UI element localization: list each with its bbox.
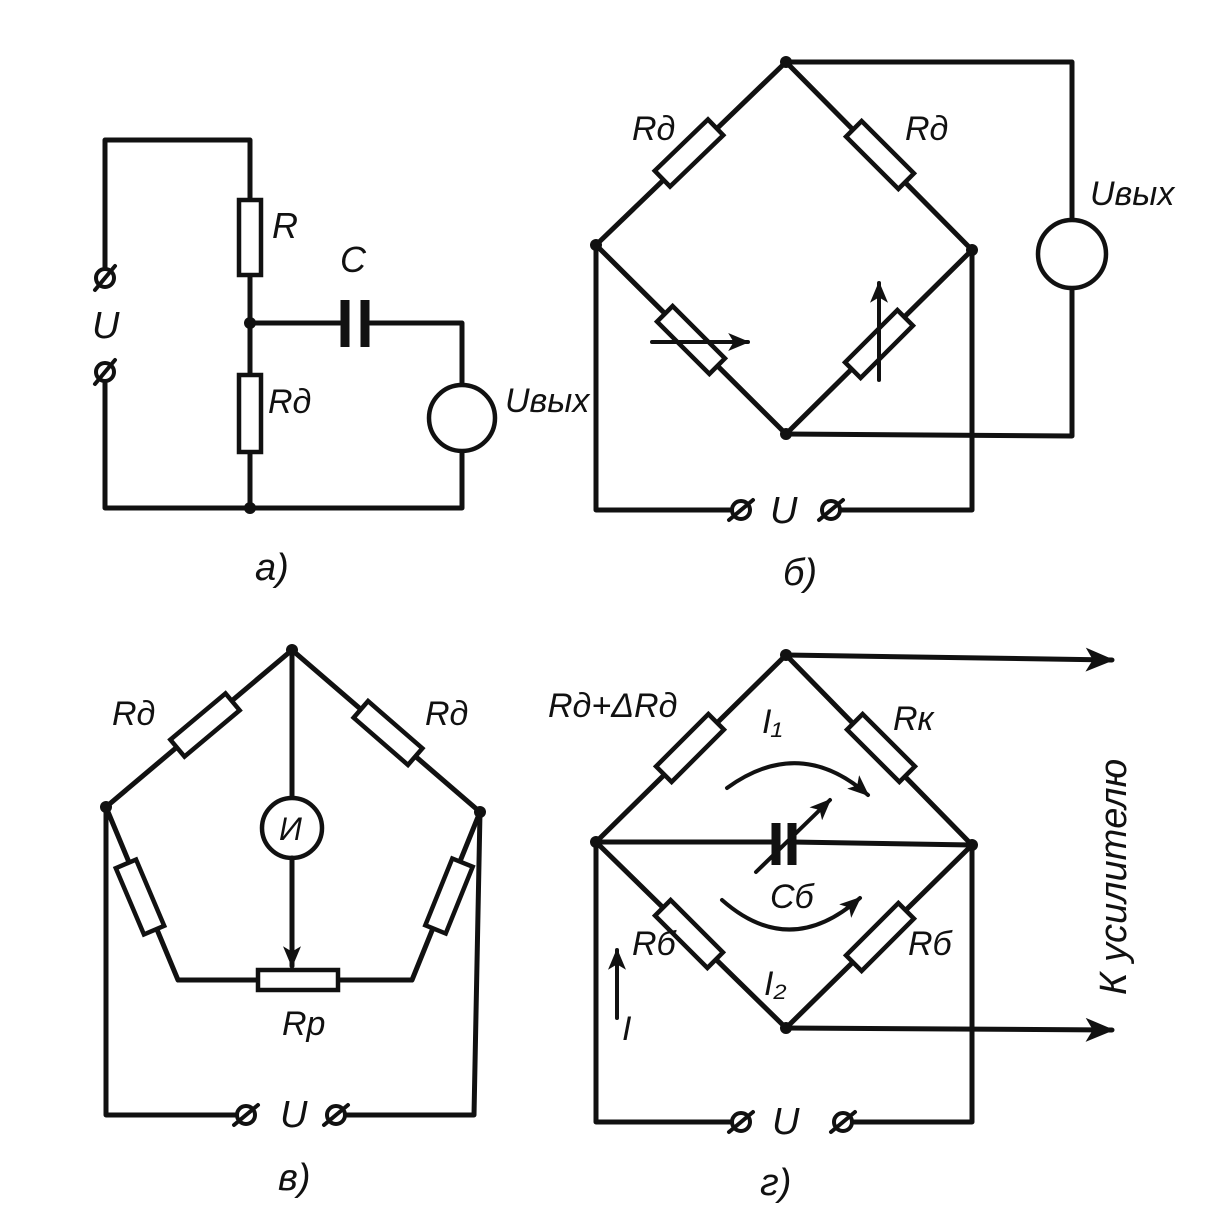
label-uout: Uвых	[505, 382, 590, 420]
output-bottom-arrow	[783, 1017, 1115, 1042]
label-u: U	[280, 1094, 308, 1136]
terminal-b-right	[817, 498, 845, 522]
caption-v: в)	[278, 1157, 311, 1199]
resistor-rb-left	[651, 896, 727, 972]
resistor-rd-delta	[652, 710, 728, 786]
label-rd-left: Rд	[112, 695, 155, 733]
terminal-a-bottom	[93, 358, 117, 386]
label-meter: И	[279, 811, 302, 847]
label-i2: I₂	[764, 965, 786, 1003]
terminal-b-left	[727, 498, 755, 522]
schematic-a: U R C Rд Uвых а)	[92, 137, 590, 589]
label-rd-right: Rд	[905, 110, 948, 148]
terminal-v-right	[322, 1103, 350, 1127]
resistor-r	[236, 197, 264, 278]
label-u: U	[92, 305, 120, 347]
label-rd-delta: Rд+ΔRд	[548, 687, 677, 725]
meter-uout	[1035, 217, 1109, 291]
label-rp: Rр	[282, 1005, 325, 1043]
label-i1: I₁	[762, 703, 782, 741]
resistor-rd-left	[167, 690, 243, 760]
label-u: U	[772, 1101, 800, 1143]
schematic-v: Rд Rд И Rр U в)	[100, 644, 486, 1199]
label-amplifier: К усилителю	[1093, 759, 1135, 995]
terminal-a-top	[93, 264, 117, 292]
label-rk: Rк	[893, 700, 936, 738]
resistor-lower-left	[112, 856, 168, 938]
caption-g: г)	[760, 1162, 791, 1204]
terminal-g-right	[829, 1110, 857, 1134]
current-arc-i1	[725, 761, 870, 797]
resistor-rb-right	[842, 899, 918, 975]
label-rb-right: Rб	[908, 925, 954, 963]
schematic-g: Rд+ΔRд I₁ Rк Cб Rб Rб I₂ I U г) К усилит…	[548, 647, 1135, 1204]
resistor-rd-right	[842, 117, 918, 193]
label-cb: Cб	[770, 878, 816, 916]
label-rd-left: Rд	[632, 110, 675, 148]
resistor-rk	[843, 710, 919, 786]
resistor-lower-right	[422, 855, 476, 937]
label-c: C	[340, 239, 367, 280]
current-arc-i2	[720, 896, 862, 932]
resistor-rd-left	[651, 116, 727, 190]
terminal-v-left	[232, 1103, 260, 1127]
capacitor-variable-arrow	[754, 798, 832, 874]
label-rb-left: Rб	[632, 925, 678, 963]
caption-b: б)	[783, 552, 817, 594]
label-i: I	[622, 1010, 632, 1048]
meter-uout	[426, 382, 498, 454]
label-u: U	[770, 490, 798, 532]
label-rd: Rд	[268, 383, 311, 421]
terminal-g-left	[727, 1110, 755, 1134]
resistor-rp	[255, 967, 341, 993]
resistor-rd-right	[350, 697, 426, 769]
label-r: R	[272, 205, 298, 246]
schematic-b: Rд Rд Uвых U б)	[590, 56, 1175, 594]
output-top-arrow	[783, 647, 1115, 672]
label-uout: Uвых	[1090, 175, 1175, 213]
resistor-rd	[236, 372, 264, 455]
caption-a: а)	[255, 547, 289, 589]
label-rd-right: Rд	[425, 695, 468, 733]
